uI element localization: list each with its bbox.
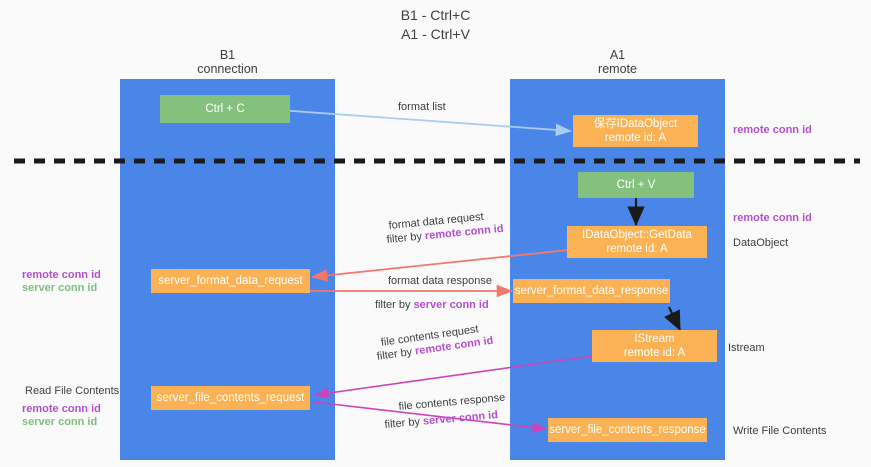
side-label-left-remote-conn-id-2: remote conn id bbox=[22, 403, 101, 415]
title-line-2: A1 - Ctrl+V bbox=[401, 26, 470, 42]
filter-prefix: filter by bbox=[376, 345, 416, 363]
filter-conn-id: server conn id bbox=[422, 409, 499, 428]
side-label-left-server-conn-id-1: server conn id bbox=[22, 282, 98, 294]
lane-a1-name: A1 bbox=[609, 48, 626, 62]
node-ctrl-c[interactable]: Ctrl + C bbox=[160, 95, 290, 123]
node-server-format-data-response[interactable]: server_format_data_response bbox=[513, 279, 670, 303]
lane-b1-name: B1 bbox=[219, 48, 236, 62]
edge-label-format-data-response: format data response bbox=[388, 275, 492, 287]
node-getdata-line1: IDataObject::GetData bbox=[582, 229, 692, 241]
side-label-remote-conn-id-top: remote conn id bbox=[733, 124, 812, 136]
node-istream-line2: remote id: A bbox=[623, 347, 686, 359]
lane-b1-role: connection bbox=[197, 62, 258, 76]
node-server-format-data-request[interactable]: server_format_data_request bbox=[151, 269, 310, 293]
node-save-idataobject-line2: remote id: A bbox=[604, 132, 667, 144]
filter-prefix: filter by bbox=[375, 299, 414, 311]
node-server-file-contents-response[interactable]: server_file_contents_response bbox=[548, 418, 707, 442]
filter-prefix: filter by bbox=[386, 230, 426, 246]
lane-a1-role: remote bbox=[598, 62, 637, 76]
node-istream[interactable]: IStream remote id: A bbox=[592, 330, 717, 362]
side-label-remote-conn-id-mid: remote conn id bbox=[733, 212, 812, 224]
node-ctrl-v[interactable]: Ctrl + V bbox=[578, 172, 694, 198]
node-save-idataobject-line1: 保存IDataObject bbox=[593, 118, 678, 130]
node-getdata-line2: remote id: A bbox=[606, 243, 668, 255]
side-label-left-remote-conn-id-1: remote conn id bbox=[22, 269, 101, 281]
node-save-idataobject[interactable]: 保存IDataObject remote id: A bbox=[573, 115, 698, 147]
node-idataobject-getdata[interactable]: IDataObject::GetData remote id: A bbox=[567, 226, 707, 258]
lane-header-b1: B1 connection bbox=[120, 48, 335, 76]
side-label-left-server-conn-id-2: server conn id bbox=[22, 416, 98, 428]
title-line-1: B1 - Ctrl+C bbox=[400, 7, 471, 23]
edge-label-format-list: format list bbox=[398, 101, 446, 113]
filter-conn-id: server conn id bbox=[413, 299, 489, 311]
filter-prefix: filter by bbox=[384, 415, 424, 431]
lane-header-a1: A1 remote bbox=[510, 48, 725, 76]
side-label-istream: Istream bbox=[728, 342, 765, 354]
side-label-write-file-contents: Write File Contents bbox=[733, 425, 827, 437]
edge-label-format-data-response-filter: filter by server conn id bbox=[375, 298, 489, 312]
side-label-dataobject: DataObject bbox=[733, 237, 789, 249]
side-label-read-file-contents: Read File Contents bbox=[25, 385, 120, 397]
node-server-file-contents-request[interactable]: server_file_contents_request bbox=[151, 386, 310, 410]
page-title: B1 - Ctrl+C A1 - Ctrl+V bbox=[0, 6, 871, 44]
node-istream-line1: IStream bbox=[634, 333, 675, 345]
